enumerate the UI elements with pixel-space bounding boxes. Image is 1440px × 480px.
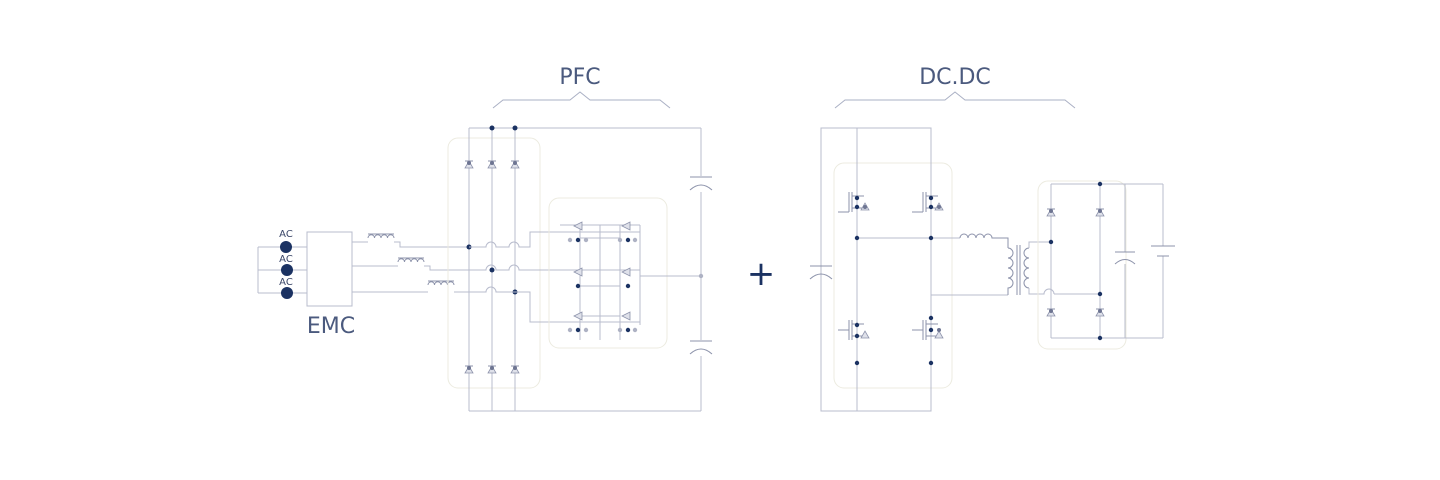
ac-label-3: AC (279, 277, 293, 288)
dcdc-primary-panel (833, 162, 953, 389)
mosfet-icon-2 (621, 221, 631, 231)
dcdc-primary (809, 127, 1008, 412)
ac-terminal-1 (280, 241, 292, 253)
emc-box (306, 231, 353, 307)
pfc-switch-panel (548, 197, 668, 349)
ac-input-group: AC AC AC (257, 229, 307, 299)
mosfet-icon-1 (573, 221, 583, 231)
mosfet-icon-q2 (912, 192, 938, 213)
capacitor-icon-output (1114, 259, 1136, 265)
mosfet-icon-q4 (912, 320, 938, 340)
capacitor-icon-dcdc-input (809, 273, 833, 280)
pfc-rectifier-panel (447, 137, 541, 389)
coil-icon-3 (427, 281, 455, 286)
pfc-brace (492, 91, 671, 109)
ac-terminal-2 (281, 264, 293, 276)
dcdc-label: DC.DC (919, 65, 991, 90)
ac-label-2: AC (279, 254, 293, 265)
coil-icon-resonant (959, 233, 1009, 248)
coil-icon-1 (367, 234, 395, 239)
pfc-rectifier (464, 125, 702, 412)
dcdc-secondary-panel (1037, 180, 1127, 350)
coil-icon-2 (397, 258, 425, 263)
ac-terminal-3 (281, 287, 293, 299)
mosfet-icon-5 (573, 311, 583, 321)
transformer-icon (959, 233, 1055, 295)
plus-sign: + (747, 254, 776, 294)
mosfet-icon-3 (573, 267, 583, 277)
mosfet-icon-q3 (838, 320, 864, 340)
dcdc-brace (834, 91, 1076, 109)
ac-label-1: AC (279, 229, 293, 240)
pfc-label: PFC (559, 65, 600, 90)
pfc-switches (560, 221, 704, 340)
capacitor-icon-pfc (689, 176, 713, 355)
mosfet-icon-6 (621, 311, 631, 321)
mosfet-icon-q1 (838, 192, 864, 213)
input-inductors (352, 233, 469, 293)
emc-label: EMC (307, 314, 355, 339)
mosfet-icon-4 (621, 267, 631, 277)
dcdc-secondary (1046, 181, 1175, 341)
